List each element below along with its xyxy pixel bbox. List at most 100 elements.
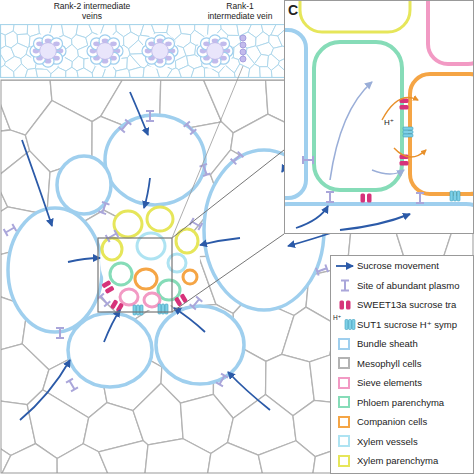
sucrose-arrow	[228, 372, 270, 410]
vein-bundle	[142, 33, 178, 69]
sucrose-arrow	[394, 148, 426, 157]
sut1-transporter	[454, 191, 457, 201]
companion-cell	[183, 270, 197, 284]
plasmodesma-symbol	[99, 202, 110, 214]
sut1-transporter	[345, 320, 348, 330]
sut1-transporter	[352, 320, 355, 330]
phloem-parenchyma-cell	[110, 263, 132, 285]
rank1-vein	[240, 35, 246, 62]
sweet-transporter	[105, 286, 115, 294]
legend-label: Companion cells	[357, 416, 427, 428]
mesophyll-cell	[258, 441, 315, 473]
mesophyll-cell	[248, 64, 260, 78]
legend-swatch	[338, 455, 350, 467]
sut1-transporter	[133, 305, 143, 315]
vein-bundle	[142, 33, 178, 69]
sweet-transporter	[367, 194, 372, 203]
plasmodesma-symbol	[98, 294, 111, 307]
bundle-sheath-cell	[105, 115, 205, 205]
plasmodesma-symbol	[231, 152, 244, 165]
mesophyll-cell	[208, 443, 263, 473]
xylem-parenchyma-cell	[102, 238, 122, 260]
mesophyll-cell	[99, 441, 148, 473]
plasmodesma-symbol	[66, 379, 78, 392]
sweet-transporter	[400, 99, 409, 110]
legend-label: Bundle sheath	[357, 338, 418, 350]
legend-label: Xylem vessels	[357, 436, 418, 448]
mesophyll-cell	[36, 69, 51, 78]
sucrose-arrow	[382, 98, 418, 121]
xylem-parenchyma-cell	[300, 0, 410, 32]
sweet-transporter	[400, 105, 409, 110]
sut1-transporter	[403, 127, 413, 137]
sweet-transporter	[101, 280, 114, 294]
legend-swatch	[338, 435, 350, 447]
sucrose-arrow	[330, 82, 372, 180]
mesophyll-cell	[183, 42, 196, 56]
sut1-transporter	[450, 191, 453, 201]
xylem-vessel	[137, 233, 165, 259]
sucrose-arrow	[296, 206, 328, 228]
zoom-box	[98, 238, 172, 312]
mesophyll-cell	[191, 66, 205, 78]
vein-bundle	[207, 43, 224, 60]
vein-section	[0, 66, 474, 474]
inset-body	[284, 0, 474, 234]
rank1-vein	[240, 42, 246, 48]
legend-label: Site of abundant plasmo	[357, 280, 459, 292]
vein-bundle	[197, 33, 233, 69]
sucrose-arrow	[372, 170, 404, 174]
sweet-transporter	[110, 299, 124, 312]
panel-letter: C	[288, 2, 308, 18]
legend-label: Xylem parenchyma	[357, 455, 438, 467]
sut1-transporter	[137, 305, 140, 315]
mesophyll-cell	[1, 151, 50, 214]
legend-label: SUT1 sucrose H⁺ symp	[357, 319, 457, 331]
sut1-transporter	[133, 305, 136, 315]
plasmodesma-symbol	[146, 111, 154, 121]
sucrose-arrow	[20, 360, 70, 420]
sweet-transporter	[340, 301, 351, 310]
plasmodesma-symbol	[216, 374, 228, 387]
legend-label: Sieve elements	[357, 377, 422, 389]
mesophyll-cell	[133, 383, 183, 445]
sut1-transporter	[457, 191, 460, 201]
sut1-transporter	[403, 134, 413, 137]
bundle-sheath-cell	[284, 30, 306, 198]
sweet-transporter	[174, 293, 188, 306]
plasmodesma-symbol	[316, 265, 328, 276]
zoom-leader	[172, 234, 284, 312]
sut1-transporter	[345, 320, 355, 330]
vein-bundle	[87, 33, 123, 69]
vein-label: Rank-1 intermediate vein	[203, 2, 277, 22]
bundle-sheath-cell	[57, 156, 111, 214]
mesophyll-cell	[2, 444, 58, 473]
rank1-vein	[240, 35, 246, 41]
vein-bundle	[97, 43, 114, 60]
proton-label: H⁺	[333, 314, 347, 321]
mesophyll-cell	[240, 32, 256, 48]
vein-leader	[172, 66, 243, 238]
vein-bundle	[197, 33, 233, 69]
plasmodesma-symbol	[56, 328, 64, 338]
legend-label: Mesophyll cells	[357, 358, 421, 370]
mesophyll-cell	[129, 67, 144, 78]
sweet-transporter	[361, 194, 372, 203]
sucrose-arrow	[104, 310, 120, 342]
xylem-parenchyma-cell	[114, 211, 142, 237]
vein-bundle	[30, 33, 66, 69]
bundle-sheath-cell	[8, 208, 102, 332]
mesophyll-cell	[151, 24, 168, 33]
sut1-transporter	[349, 320, 352, 330]
sweet-transporter	[340, 301, 345, 310]
sucrose-arrow	[22, 140, 52, 226]
legend-swatch	[338, 357, 350, 369]
sucrose-arrow	[340, 214, 410, 230]
plasmodesma-symbol	[190, 218, 203, 230]
legend-label: SWEET13a sucrose tra	[357, 299, 456, 311]
sweet-transporter	[400, 161, 409, 166]
bundle-sheath-cell	[284, 204, 474, 234]
mesophyll-cell	[66, 67, 79, 78]
